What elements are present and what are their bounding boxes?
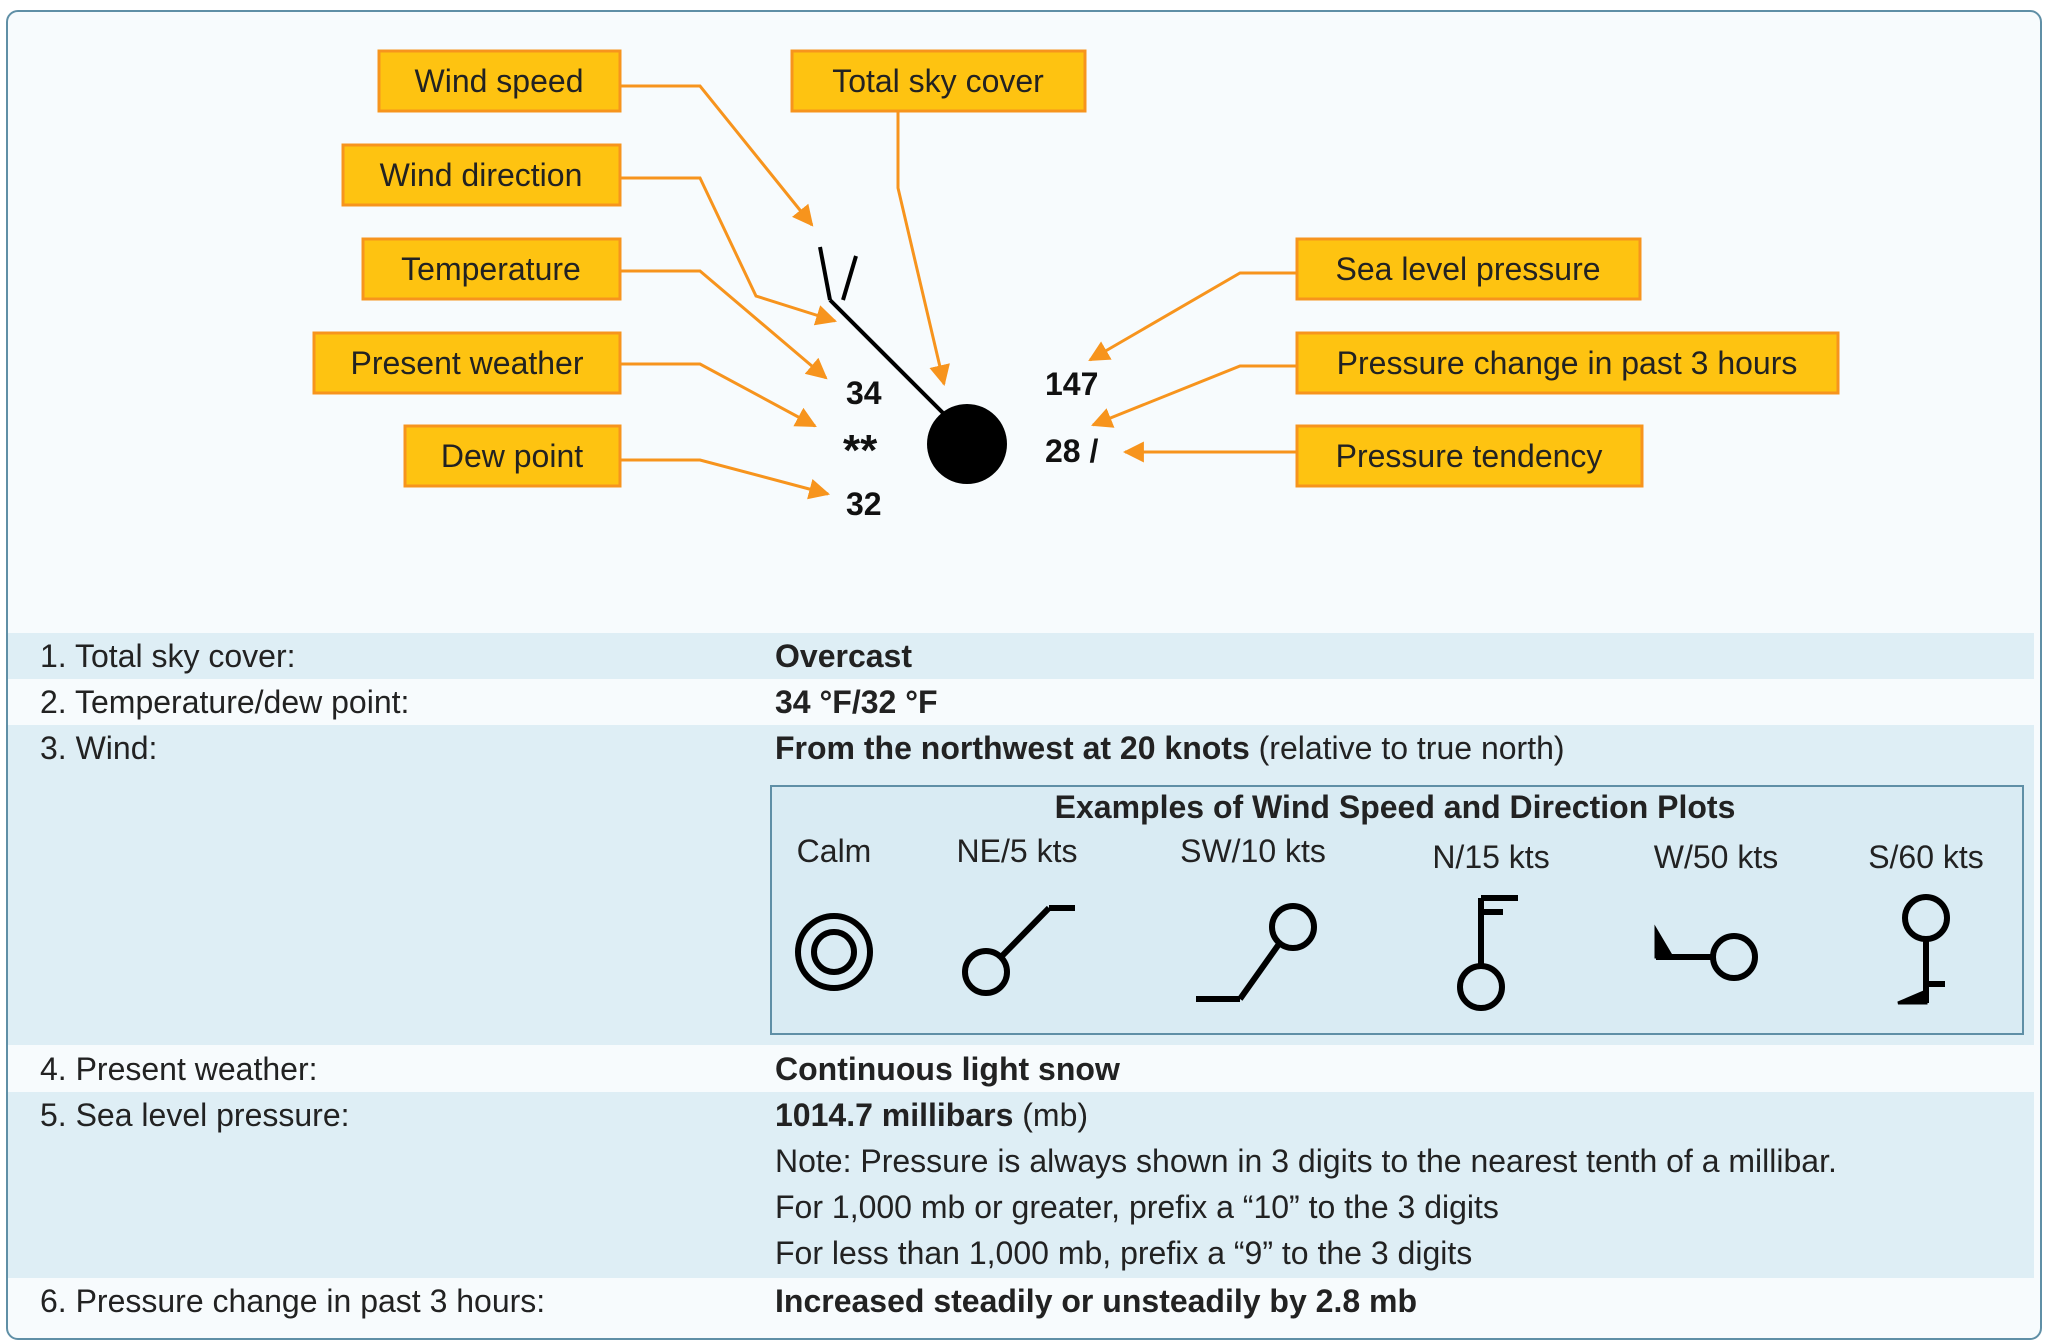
row-value: 1014.7 millibars (mb) — [775, 1092, 1088, 1138]
row-label: 6. Pressure change in past 3 hours: — [40, 1283, 546, 1319]
label-present-weather: Present weather — [312, 331, 622, 395]
w50-symbol — [1654, 924, 1758, 981]
station-model: 34 ** 32 147 28 / — [818, 246, 1098, 522]
row-value-rest: (relative to true north) — [1249, 730, 1565, 766]
label-sea-level-pressure: Sea level pressure — [1295, 237, 1642, 301]
wind-plot-symbols — [795, 894, 1950, 1011]
example-label-s60: S/60 kts — [1868, 839, 1984, 875]
arrow-pressure-change — [1091, 364, 1297, 428]
arrow-wind-direction — [620, 176, 838, 326]
svg-text:Sea level pressure: Sea level pressure — [1335, 251, 1600, 287]
examples-title: Examples of Wind Speed and Direction Plo… — [1055, 789, 1736, 825]
svg-text:Pressure change in past 3 hour: Pressure change in past 3 hours — [1337, 345, 1798, 381]
band-row-5 — [8, 1092, 2034, 1278]
sw10-symbol — [1196, 903, 1317, 1002]
s60-symbol — [1897, 894, 1950, 1005]
label-total-sky-cover: Total sky cover — [790, 49, 1087, 113]
example-label-calm: Calm — [797, 833, 872, 869]
row-value: 34 °F/32 °F — [775, 684, 938, 720]
wind-shaft — [828, 298, 952, 422]
svg-text:Temperature: Temperature — [401, 251, 581, 287]
label-wind-speed: Wind speed — [377, 49, 622, 113]
row-value-bold: From the northwest at 20 knots — [775, 730, 1250, 766]
label-pressure-change: Pressure change in past 3 hours — [1295, 331, 1840, 395]
row-value-rest: (mb) — [1013, 1097, 1089, 1133]
temperature-value: 34 — [846, 375, 882, 411]
band-row-1 — [8, 633, 2034, 679]
sky-cover-circle — [927, 404, 1007, 484]
n15-symbol — [1457, 895, 1518, 1011]
pressure-note: For 1,000 mb or greater, prefix a “10” t… — [775, 1189, 1499, 1225]
row-label: 4. Present weather: — [40, 1051, 318, 1087]
callout-arrows — [620, 84, 1297, 500]
present-weather-symbol: ** — [843, 426, 878, 475]
example-label-sw10: SW/10 kts — [1180, 833, 1326, 869]
arrow-wind-speed — [620, 84, 814, 227]
row-value: Continuous light snow — [775, 1051, 1120, 1087]
svg-text:Wind direction: Wind direction — [380, 157, 583, 193]
svg-text:Present weather: Present weather — [350, 345, 583, 381]
svg-text:Wind speed: Wind speed — [415, 63, 584, 99]
ne5-symbol — [962, 905, 1075, 996]
svg-text:Total sky cover: Total sky cover — [832, 63, 1044, 99]
svg-text:Dew point: Dew point — [441, 438, 583, 474]
arrow-sea-level-pressure — [1088, 271, 1297, 362]
dew-point-value: 32 — [846, 486, 882, 522]
arrow-total-sky-cover — [896, 111, 950, 387]
label-wind-direction: Wind direction — [341, 143, 622, 207]
row-label: 5. Sea level pressure: — [40, 1097, 350, 1133]
label-pressure-tendency: Pressure tendency — [1295, 424, 1644, 488]
sea-level-pressure-value: 147 — [1045, 366, 1098, 402]
row-label: 3. Wind: — [40, 730, 158, 766]
label-temperature: Temperature — [361, 237, 622, 301]
wind-barb-1 — [818, 246, 832, 301]
row-value: Increased steadily or unsteadily by 2.8 … — [775, 1283, 1418, 1319]
arrow-temperature — [620, 269, 828, 380]
row-label: 2. Temperature/dew point: — [40, 684, 410, 720]
row-label: 1. Total sky cover: — [40, 638, 296, 674]
example-label-w50: W/50 kts — [1654, 839, 1778, 875]
row-value: From the northwest at 20 knots (relative… — [775, 725, 1565, 771]
arrow-present-weather — [620, 362, 817, 428]
row-value-bold: 1014.7 millibars — [775, 1097, 1014, 1133]
pressure-note: Note: Pressure is always shown in 3 digi… — [775, 1143, 1837, 1179]
example-label-n15: N/15 kts — [1432, 839, 1549, 875]
arrow-dew-point — [620, 458, 831, 500]
label-dew-point: Dew point — [403, 424, 622, 488]
pressure-change-value: 28 / — [1045, 433, 1098, 469]
pressure-note: For less than 1,000 mb, prefix a “9” to … — [775, 1235, 1473, 1271]
svg-text:Pressure tendency: Pressure tendency — [1336, 438, 1603, 474]
example-label-ne5: NE/5 kts — [957, 833, 1078, 869]
calm-symbol — [795, 913, 873, 991]
row-value: Overcast — [775, 638, 912, 674]
wind-barb-2 — [841, 255, 858, 301]
